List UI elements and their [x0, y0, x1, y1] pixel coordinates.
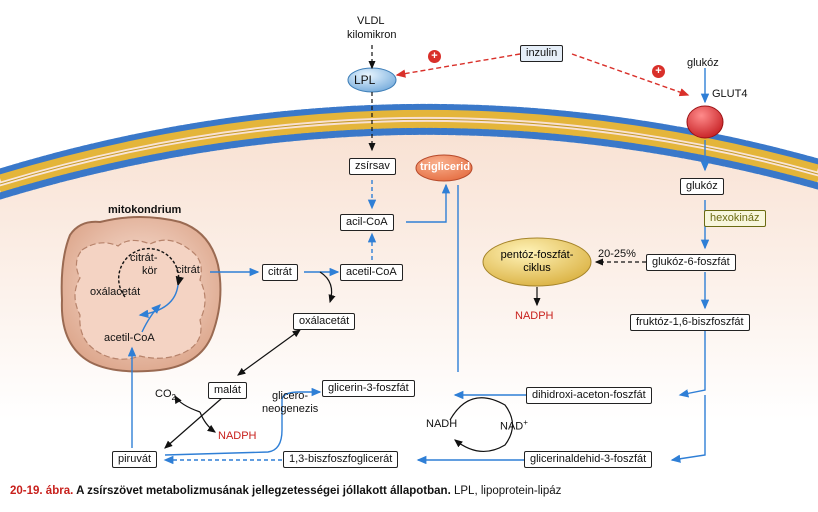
acetil-coa-inner-label: acetil-CoA — [104, 332, 155, 344]
biszfoszfoglicerat-box: 1,3-biszfoszfoglicerát — [283, 451, 399, 468]
glicero-label-1: glicero- — [272, 390, 309, 402]
percent-label: 20-25% — [598, 248, 636, 260]
glut4-transporter — [686, 105, 724, 139]
triglicerid-oval — [415, 154, 473, 182]
citrat-box: citrát — [262, 264, 298, 281]
zsirsav-box: zsírsav — [349, 158, 396, 175]
glicero-label-2: neogenezis — [262, 403, 319, 415]
insulin-activates-lpl-plus: + — [428, 50, 441, 63]
citrate-cycle-arc — [118, 247, 184, 298]
citrat-kor-label-1: citrát- — [130, 252, 158, 264]
pentose-cycle-oval — [482, 237, 592, 287]
hexokinaz-box: hexokináz — [704, 210, 766, 227]
caption-note: LPL, lipoprotein-lipáz — [450, 485, 562, 497]
co2-subscript: 2 — [171, 393, 176, 403]
glukoz-box: glukóz — [680, 178, 724, 195]
acetil-coa-box: acetil-CoA — [340, 264, 403, 281]
nadh-label: NADH — [426, 418, 458, 430]
mitochondrion — [60, 216, 222, 373]
glut4-label: GLUT4 — [712, 88, 748, 100]
oxalacetat-box: oxálacetát — [293, 313, 356, 330]
co2-text: CO — [155, 388, 172, 400]
lpl-label: LPL — [354, 73, 376, 87]
nadph-malat-label: NADPH — [218, 430, 257, 442]
nadph-pentoz-label: NADPH — [515, 310, 554, 322]
pentoz-label-2: ciklus — [523, 262, 551, 274]
inzulin-box: inzulin — [520, 45, 564, 62]
nad-text: NAD — [500, 420, 524, 433]
kilomikron-label: kilomikron — [347, 29, 397, 41]
acil-coa-box: acil-CoA — [340, 214, 394, 231]
glicerin-box: glicerin-3-foszfát — [322, 380, 415, 397]
fruktoz-box: fruktóz-1,6-biszfoszfát — [630, 314, 750, 331]
caption-title: A zsírszövet metabolizmusának jellegzete… — [73, 485, 451, 497]
caption-number: 20-19. ábra. — [10, 485, 74, 497]
co2-label: CO2 — [155, 388, 176, 402]
oxalacetat-inner-label: oxálacetát — [90, 286, 141, 298]
malat-box: malát — [208, 382, 247, 399]
nad-superscript: + — [523, 418, 528, 427]
nad-label: NAD+ — [500, 418, 528, 433]
citrat-kor-label-2: kör — [142, 265, 158, 277]
glicerinaldehid-box: glicerinaldehid-3-foszfát — [524, 451, 653, 468]
mitokondrium-label: mitokondrium — [108, 204, 182, 216]
vldl-label: VLDL — [357, 15, 385, 27]
insulin-activates-glut4-plus: + — [652, 65, 665, 78]
triglicerid-label: triglicerid — [419, 161, 471, 173]
glukoz-6-foszfat-box: glukóz-6-foszfát — [646, 254, 736, 271]
piruvat-box: piruvát — [112, 451, 158, 468]
glukoz-top-label: glukóz — [687, 57, 719, 69]
pentoz-label-1: pentóz-foszfát- — [500, 249, 574, 261]
dihidroxi-box: dihidroxi-aceton-foszfát — [526, 387, 652, 404]
citrat-inner-label: citrát — [176, 264, 200, 276]
figure-caption: 20-19. ábra. A zsírszövet metabolizmusán… — [10, 485, 561, 497]
